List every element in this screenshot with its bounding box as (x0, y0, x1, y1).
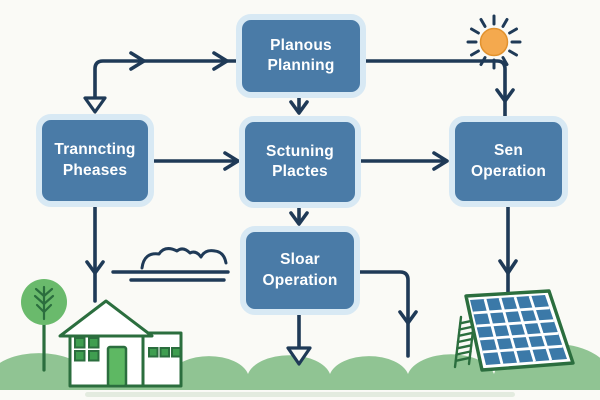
node-sloar-operation: Sloar Operation (240, 226, 360, 315)
house-door (106, 345, 128, 388)
node-sctuning-plactes: Sctuning Plactes (239, 116, 361, 208)
node-label-line2: Operation (470, 162, 546, 180)
node-label-line2: Planning (267, 57, 335, 74)
wind-lines-icon (111, 270, 230, 282)
chevron-down-3 (289, 211, 309, 226)
chevron-right-2 (212, 51, 229, 71)
open-triangle-into-ground (286, 346, 312, 366)
sun-disc (479, 27, 509, 57)
chevron-right-4 (432, 151, 449, 171)
node-label-line1: Sloar (280, 251, 320, 269)
edge-planning-sen (361, 59, 507, 118)
tree-icon (21, 279, 67, 372)
solar-panel-icon (464, 289, 575, 372)
node-label-line2: Plactes (272, 163, 328, 180)
node-sen-operation: Sen Operation (449, 116, 568, 207)
panel-gridlines (473, 295, 563, 365)
sun-rays (466, 14, 522, 70)
chevron-right-3 (223, 151, 240, 171)
chevron-down-2 (495, 88, 515, 103)
tree-branches (33, 285, 55, 321)
chevron-down-6 (498, 259, 518, 275)
node-tranncting-pheases: Tranncting Pheases (36, 114, 154, 207)
house-windows (74, 337, 182, 362)
open-triangle-into-tranncting (83, 96, 107, 114)
chevron-down-4 (85, 260, 105, 275)
node-label-line1: Planous (270, 36, 332, 54)
node-label-line1: Tranncting (54, 141, 136, 159)
house-extension (141, 331, 183, 388)
node-planous-planning: Planous Planning (236, 14, 366, 98)
chevron-down-1 (289, 100, 309, 115)
edge-sloar-right (354, 270, 410, 358)
node-label-line1: Sen (493, 142, 524, 160)
flow-arrows (83, 51, 518, 366)
house-roof (58, 299, 154, 338)
house-icon (58, 299, 183, 388)
cloud-icon (140, 247, 228, 270)
edge-topleft-elbow (93, 59, 240, 100)
sun-icon (466, 14, 522, 70)
ground-shadow-strip (85, 392, 515, 397)
node-label-line1: Sctuning (266, 142, 334, 160)
chevron-right-1 (129, 51, 146, 71)
node-label-line2: Pheases (62, 161, 128, 179)
chevron-down-5 (398, 310, 418, 325)
node-label-line2: Operation (262, 271, 338, 289)
